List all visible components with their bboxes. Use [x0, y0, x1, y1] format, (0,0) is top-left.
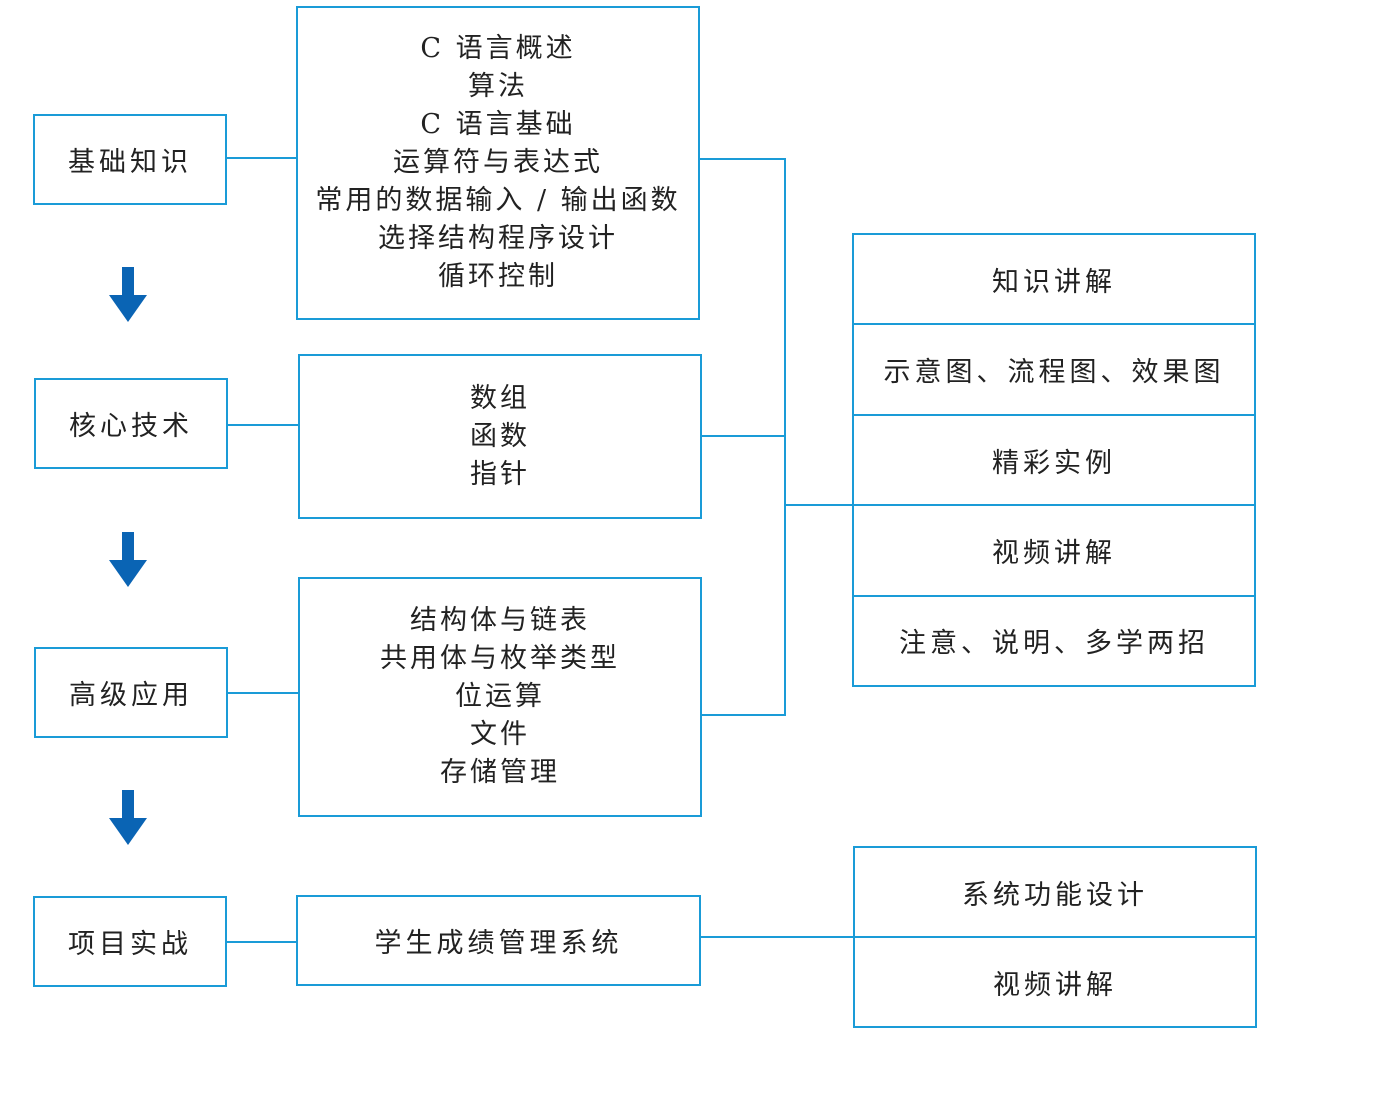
topic-item: 数组: [470, 382, 530, 414]
stage-project-box: 项目实战: [33, 896, 227, 987]
topic-item: 循环控制: [437, 261, 558, 292]
topic-item: 指针: [470, 458, 530, 490]
topic-item: 共用体与枚举类型: [380, 643, 620, 674]
feature-item: 示意图、流程图、效果图: [854, 325, 1254, 416]
bracket-bottom: [702, 714, 786, 716]
topics-core-box: 数组 函数 指针: [298, 354, 702, 519]
topic-item: 位运算: [455, 681, 545, 712]
connector-core: [228, 424, 299, 426]
topics-project-box: 学生成绩管理系统: [296, 895, 701, 986]
topic-item: 结构体与链表: [410, 605, 590, 636]
project-feature-item: 视频讲解: [993, 969, 1117, 1001]
stage-basics-label: 基础知识: [68, 147, 192, 178]
bracket-spine: [784, 158, 786, 716]
bracket-out: [784, 504, 854, 506]
down-arrow-icon: [109, 532, 147, 587]
topic-item: C 语言概述: [420, 33, 576, 64]
topic-item: 学生成绩管理系统: [374, 928, 623, 959]
features-stack: 知识讲解 示意图、流程图、效果图 精彩实例 视频讲解 注意、说明、多学两招: [852, 233, 1256, 687]
down-arrow-icon: [109, 267, 147, 322]
topic-item: 常用的数据输入 / 输出函数: [315, 185, 681, 216]
stage-core-box: 核心技术: [34, 378, 228, 469]
project-features-stack: 系统功能设计 视频讲解: [853, 846, 1257, 1028]
stage-core-label: 核心技术: [69, 411, 193, 442]
topic-item: C 语言基础: [420, 109, 576, 140]
topic-item: 文件: [470, 719, 530, 750]
bracket-top: [700, 158, 786, 160]
stage-advanced-box: 高级应用: [34, 647, 228, 738]
topics-basics-box: C 语言概述 算法 C 语言基础 运算符与表达式 常用的数据输入 / 输出函数 …: [296, 6, 700, 320]
connector-basics: [227, 157, 297, 159]
stage-advanced-label: 高级应用: [69, 680, 193, 711]
topic-item: 存储管理: [440, 757, 560, 788]
topic-item: 算法: [467, 71, 528, 102]
topic-item: 函数: [470, 420, 530, 452]
feature-item: 精彩实例: [854, 416, 1254, 507]
stage-project-label: 项目实战: [68, 929, 192, 960]
connector-project: [227, 941, 297, 943]
feature-item: 注意、说明、多学两招: [899, 628, 1209, 660]
connector-project-features: [701, 936, 854, 938]
topic-item: 选择结构程序设计: [377, 223, 618, 254]
feature-item: 视频讲解: [854, 506, 1254, 597]
down-arrow-icon: [109, 790, 147, 845]
bracket-middle: [702, 435, 786, 437]
connector-advanced: [228, 692, 299, 694]
topics-advanced-box: 结构体与链表 共用体与枚举类型 位运算 文件 存储管理: [298, 577, 702, 817]
stage-basics-box: 基础知识: [33, 114, 227, 205]
project-feature-item: 系统功能设计: [855, 848, 1255, 938]
topic-item: 运算符与表达式: [392, 147, 603, 178]
feature-item: 知识讲解: [854, 235, 1254, 326]
